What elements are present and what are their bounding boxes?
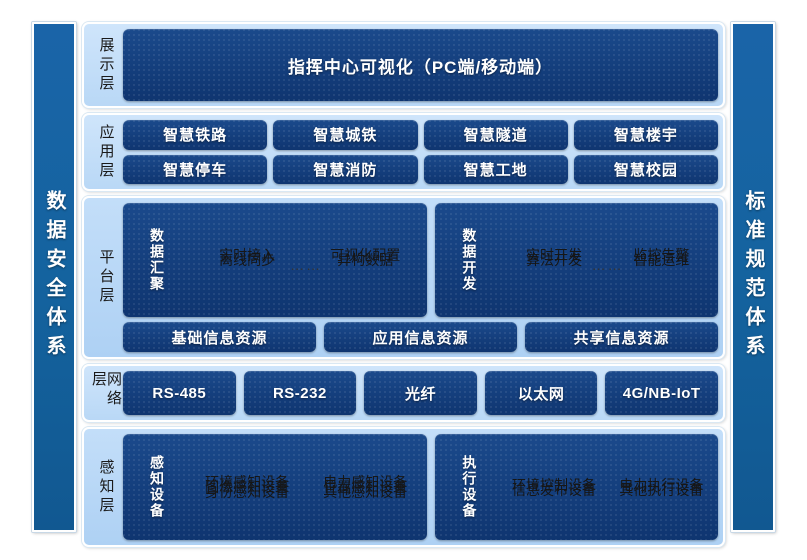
layer-network-body: RS-485 RS-232 光纤 以太网 4G/NB-IoT [123,371,718,415]
layer-platform-label-wrap: 平台层 [89,203,123,352]
network-item-ethernet[interactable]: 以太网 [484,371,598,415]
network-row: RS-485 RS-232 光纤 以太网 4G/NB-IoT [123,371,718,415]
platform-group-development-title-wrap: 数据开发 [441,228,497,292]
layer-application-label-wrap: 应用层 [89,120,123,184]
network-item-4g-nbiot[interactable]: 4G/NB-IoT [605,371,718,415]
sense-group-actuator-title: 执行设备 [461,455,478,519]
platform-groups: 数据汇聚 实时接入 可视化配置 离线同步 异构数据 [123,203,718,317]
layer-sense-label-wrap: 感知层 [89,434,123,540]
layer-stack: 展示层 指挥中心可视化（PC端/移动端） 应用层 智慧铁路 智慧城铁 智慧隧道 … [82,22,725,547]
layer-platform-label: 平台层 [97,249,115,306]
left-pillar-data-security: 数据安全体系 [32,22,76,532]
platform-group-data-aggregation: 数据汇聚 实时接入 可视化配置 离线同步 异构数据 [123,203,427,317]
app-item-smart-construction-site[interactable]: 智慧工地 [423,154,568,184]
app-item-smart-tunnel[interactable]: 智慧隧道 [423,120,568,150]
resource-item-application-info[interactable]: 应用信息资源 [324,322,517,352]
layer-display-label: 展示层 [97,36,115,94]
sense-group-sensing-devices: 感知设备 环境感知设备 电力感知设备 图像感知设备 位置感知设备 [123,434,427,540]
right-pillar-label: 标准规范体系 [742,190,764,364]
app-item-smart-building[interactable]: 智慧楼宇 [573,120,718,150]
network-item-rs232[interactable]: RS-232 [243,371,357,415]
layer-application: 应用层 智慧铁路 智慧城铁 智慧隧道 智慧楼宇 智慧停车 智慧消防 智慧工地 智… [82,113,725,191]
right-pillar-standards: 标准规范体系 [731,22,775,532]
platform-group-development-grid: 实时开发 监控告警 算法开发 智能运维 …… [526,247,690,273]
layer-network-label-wrap: 网络层 [89,371,123,415]
app-item-smart-parking[interactable]: 智慧停车 [123,154,268,184]
network-item-rs485[interactable]: RS-485 [123,371,236,415]
layer-application-body: 智慧铁路 智慧城铁 智慧隧道 智慧楼宇 智慧停车 智慧消防 智慧工地 智慧校园 [123,120,718,184]
network-item-fiber[interactable]: 光纤 [364,371,477,415]
platform-group-aggregation-title: 数据汇聚 [149,228,165,292]
app-item-smart-railway[interactable]: 智慧铁路 [123,120,268,150]
sense-group-actuator-devices: 执行设备 环境控制设备 电力执行设备 信息发布设备 其他执行设备 [435,434,718,540]
layer-network: 网络层 RS-485 RS-232 光纤 以太网 4G/NB-IoT [82,364,725,422]
app-item-smart-campus[interactable]: 智慧校园 [573,154,718,184]
sense-group-sensing-grid: 环境感知设备 电力感知设备 图像感知设备 位置感知设备 身份感知设备 其他感知设… [205,474,408,500]
resource-item-basic-info[interactable]: 基础信息资源 [123,322,316,352]
sense-group-actuator-grid: 环境控制设备 电力执行设备 信息发布设备 其他执行设备 [512,476,704,498]
app-item-smart-firefighting[interactable]: 智慧消防 [273,154,418,184]
platform-group-development-title: 数据开发 [461,228,478,292]
platform-resource-row: 基础信息资源 应用信息资源 共享信息资源 [123,322,718,352]
layer-platform-body: 数据汇聚 实时接入 可视化配置 离线同步 异构数据 [123,203,718,352]
sense-group-sensing-title: 感知设备 [149,455,165,519]
left-pillar-label: 数据安全体系 [43,190,65,364]
platform-group-data-development: 数据开发 实时开发 监控告警 算法开发 智能运维 [435,203,718,317]
layer-network-label: 网络层 [90,371,122,409]
application-row: 智慧停车 智慧消防 智慧工地 智慧校园 [123,154,718,184]
platform-group-aggregation-title-wrap: 数据汇聚 [129,228,185,292]
layer-sense-label: 感知层 [97,458,115,516]
application-row: 智慧铁路 智慧城铁 智慧隧道 智慧楼宇 [123,120,718,150]
layer-display-label-wrap: 展示层 [89,29,123,101]
platform-group-aggregation-grid: 实时接入 可视化配置 离线同步 异构数据 …… [219,247,401,273]
layer-sense: 感知层 感知设备 环境感知设备 电力感知设备 [82,427,725,547]
sense-group-actuator-title-wrap: 执行设备 [441,455,497,519]
sense-group-sensing-title-wrap: 感知设备 [129,455,185,519]
layer-display-body: 指挥中心可视化（PC端/移动端） [123,29,718,101]
app-item-smart-urban-rail[interactable]: 智慧城铁 [273,120,418,150]
layer-platform: 平台层 数据汇聚 实时接入 可视化配置 [82,196,725,359]
layer-application-label: 应用层 [97,123,115,181]
layer-display: 展示层 指挥中心可视化（PC端/移动端） [82,22,725,108]
sense-groups: 感知设备 环境感知设备 电力感知设备 图像感知设备 位置感知设备 [123,434,718,540]
resource-item-shared-info[interactable]: 共享信息资源 [525,322,718,352]
display-hero-box: 指挥中心可视化（PC端/移动端） [123,29,718,101]
layer-sense-body: 感知设备 环境感知设备 电力感知设备 图像感知设备 位置感知设备 [123,434,718,540]
